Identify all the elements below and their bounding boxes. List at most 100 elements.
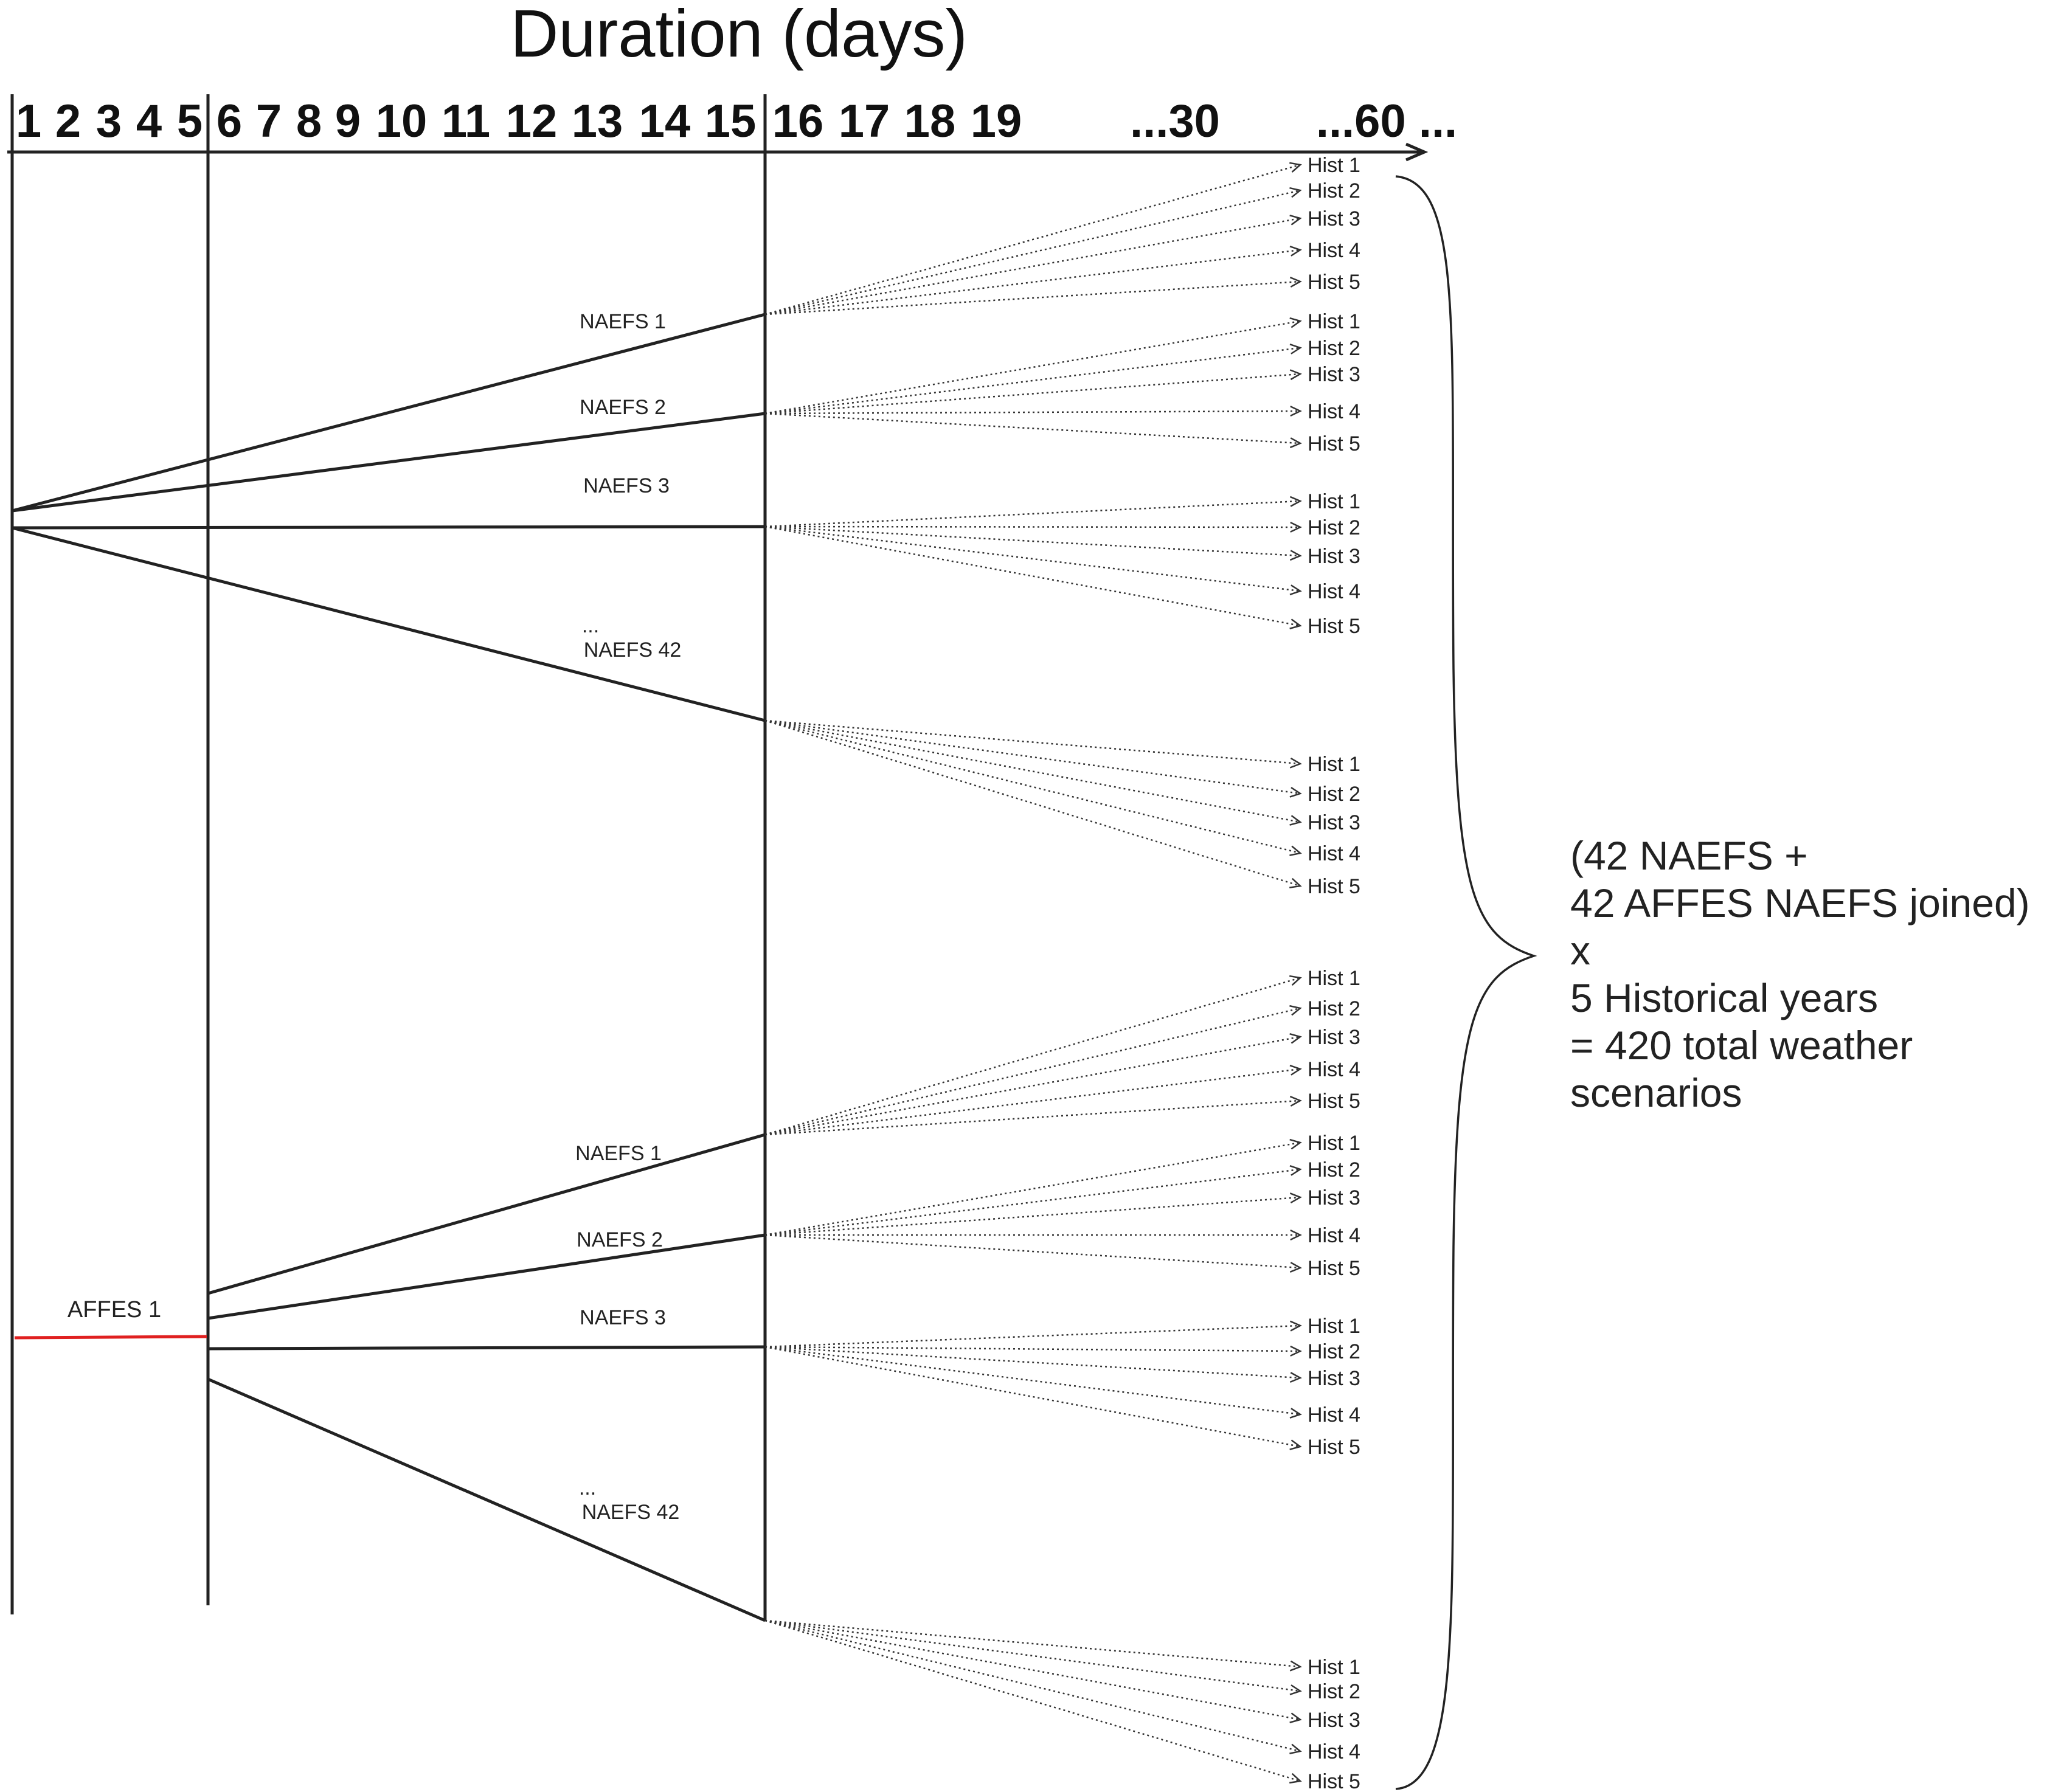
hist-label: Hist 5 — [1308, 432, 1360, 455]
hist-label: Hist 3 — [1308, 207, 1360, 230]
hist-arrowhead — [1289, 162, 1302, 173]
hist-label: Hist 1 — [1308, 753, 1360, 776]
hist-label: Hist 3 — [1308, 1709, 1360, 1732]
day-axis-labels: 1 2 3 4 5 6 7 8 9 10 11 12 13 14 15 16 1… — [16, 95, 1457, 147]
naefs-label: NAEFS 42 — [584, 638, 682, 662]
hist-arrow-line — [764, 1196, 1301, 1236]
summary-line: 42 AFFES NAEFS joined) — [1570, 880, 2030, 925]
hist-label: Hist 1 — [1308, 1132, 1360, 1155]
hist-arrowhead — [1289, 877, 1302, 888]
hist-arrow-line — [764, 1234, 1301, 1269]
hist-arrowhead — [1289, 757, 1302, 769]
hist-label: Hist 1 — [1308, 1315, 1360, 1338]
hist-label: Hist 4 — [1308, 842, 1360, 865]
naefs-label: NAEFS 2 — [580, 396, 666, 419]
hist-label: Hist 5 — [1308, 1770, 1360, 1792]
hist-label: Hist 3 — [1308, 363, 1360, 386]
hist-arrowhead — [1289, 1320, 1302, 1332]
hist-arrow-line — [764, 1346, 1301, 1448]
hist-arrow-line — [764, 719, 1301, 854]
summary-line: (42 NAEFS + — [1570, 833, 1808, 878]
hist-arrowhead — [1290, 522, 1302, 533]
hist-label: Hist 2 — [1308, 997, 1360, 1020]
affes-1-line — [14, 1335, 207, 1340]
hist-label: Hist 5 — [1308, 615, 1360, 638]
hist-arrow-line — [764, 525, 1301, 592]
hist-arrowhead — [1289, 815, 1302, 826]
day-label: 10 — [376, 95, 428, 147]
hist-label: Hist 5 — [1308, 271, 1360, 294]
summary-line: scenarios — [1570, 1070, 1742, 1115]
hist-label: Hist 4 — [1308, 239, 1360, 262]
day-label: 6 — [217, 95, 242, 147]
day-label: 19 — [971, 95, 1022, 147]
hist-label: Hist 4 — [1308, 1058, 1360, 1081]
hist-arrow-line — [764, 1141, 1301, 1236]
day-label: ...60 ... — [1316, 95, 1457, 147]
naefs-label: NAEFS 1 — [580, 310, 666, 333]
hist-arrowhead — [1289, 214, 1302, 226]
hist-arrow-line — [764, 249, 1301, 316]
hist-label: Hist 1 — [1308, 310, 1360, 333]
naefs-member-line — [12, 313, 766, 513]
day-label: 2 — [55, 95, 81, 147]
hist-arrow-line — [764, 719, 1301, 795]
day-label: 9 — [335, 95, 361, 147]
naefs-member-line — [12, 525, 766, 530]
hist-arrowhead — [1289, 618, 1302, 629]
hist-arrowhead — [1289, 1684, 1302, 1695]
hist-arrowhead — [1289, 975, 1302, 986]
hist-label: Hist 5 — [1308, 1257, 1360, 1280]
hist-labels: Hist 1 Hist 2 Hist 3 Hist 4 Hist 5 Hist … — [1308, 154, 1360, 1792]
hist-label: Hist 4 — [1308, 1740, 1360, 1763]
day-label: 17 — [839, 95, 890, 147]
day-label: 13 — [572, 95, 623, 147]
naefs-member-line — [12, 412, 766, 513]
hist-arrow-line — [764, 1619, 1301, 1782]
hist-arrow-line — [764, 373, 1301, 415]
hist-label: Hist 5 — [1308, 1090, 1360, 1113]
hist-arrow-line — [764, 1619, 1301, 1692]
hist-arrow-line — [764, 1324, 1301, 1348]
hist-arrow-line — [764, 410, 1301, 415]
hist-label: Hist 2 — [1308, 1158, 1360, 1181]
hist-arrow-line — [764, 525, 1301, 627]
hist-arrow-line — [764, 1619, 1301, 1721]
naefs-ellipsis: ... — [579, 1476, 596, 1500]
hist-arrow-line — [764, 1619, 1301, 1668]
hist-label: Hist 5 — [1308, 1436, 1360, 1459]
naefs-labels: NAEFS 1 NAEFS 2 NAEFS 3 ... NAEFS 42 NAE… — [575, 310, 681, 1524]
hist-label: Hist 2 — [1308, 516, 1360, 539]
hist-arrow-line — [764, 280, 1301, 316]
hist-arrowhead — [1289, 187, 1302, 198]
hist-label: Hist 3 — [1308, 1026, 1360, 1049]
hist-label: Hist 5 — [1308, 875, 1360, 898]
hist-arrowhead — [1289, 1743, 1302, 1754]
hist-arrowhead — [1289, 1262, 1302, 1273]
hist-arrowhead — [1289, 1408, 1302, 1419]
hist-arrowhead — [1289, 277, 1302, 288]
hist-label: Hist 3 — [1308, 1367, 1360, 1390]
hist-arrowhead — [1289, 437, 1302, 449]
hist-label: Hist 2 — [1308, 783, 1360, 806]
naefs-ellipsis: ... — [582, 614, 599, 637]
day-label: 8 — [296, 95, 322, 147]
hist-label: Hist 3 — [1308, 811, 1360, 834]
diagram-title: Duration (days) — [510, 0, 968, 71]
naefs-member-lines — [12, 313, 766, 1622]
hist-arrowhead — [1289, 1660, 1302, 1672]
hist-label: Hist 2 — [1308, 179, 1360, 202]
hist-label: Hist 4 — [1308, 1224, 1360, 1247]
hist-arrowhead — [1289, 1439, 1302, 1450]
day-label: 16 — [772, 95, 824, 147]
naefs-member-line — [207, 1233, 766, 1320]
summary-line: 5 Historical years — [1570, 975, 1878, 1020]
hist-arrowhead — [1290, 1345, 1302, 1357]
hist-label: Hist 1 — [1308, 154, 1360, 177]
hist-arrow-line — [764, 977, 1301, 1136]
day-label: 1 — [16, 95, 41, 147]
naefs-member-line — [207, 1345, 766, 1351]
naefs-label: NAEFS 42 — [582, 1501, 680, 1524]
hist-arrow-line — [764, 500, 1301, 528]
